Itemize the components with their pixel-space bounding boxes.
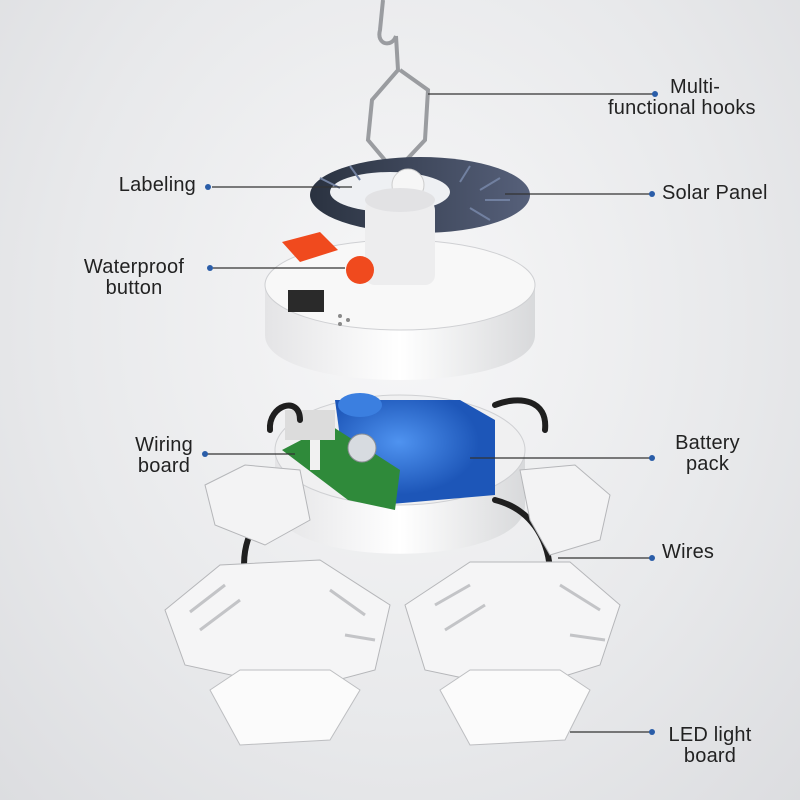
label-wires: Wires <box>662 541 715 563</box>
label-battery-line2: pack <box>685 453 730 475</box>
label-wiring-board: Wiring board <box>120 435 208 477</box>
label-hooks-line2: functional hooks <box>608 97 756 119</box>
leader-lines <box>205 93 655 733</box>
label-led-light-board: LED light board <box>655 725 765 767</box>
label-wiring-line1: Wiring <box>135 434 193 456</box>
label-battery-line1: Battery <box>675 432 740 454</box>
label-waterproof-line1: Waterproof <box>83 256 185 278</box>
label-wiring-line2: board <box>137 455 191 477</box>
top-housing <box>264 188 536 380</box>
label-battery-pack: Battery pack <box>660 433 755 475</box>
label-hooks-line1: Multi- <box>670 76 721 98</box>
label-labeling: Labeling <box>118 174 196 196</box>
leader-dots <box>202 91 658 735</box>
led-panels <box>164 464 621 746</box>
label-waterproof-button: Waterproof button <box>64 257 204 299</box>
wiring-board <box>282 410 400 510</box>
hook <box>365 0 431 176</box>
label-hooks: Multi- functional hooks <box>608 76 756 119</box>
label-led-line1: LED light <box>668 724 752 746</box>
label-solar-panel: Solar Panel <box>662 182 768 204</box>
label-waterproof-line2: button <box>105 277 163 299</box>
label-led-line2: board <box>683 745 737 767</box>
